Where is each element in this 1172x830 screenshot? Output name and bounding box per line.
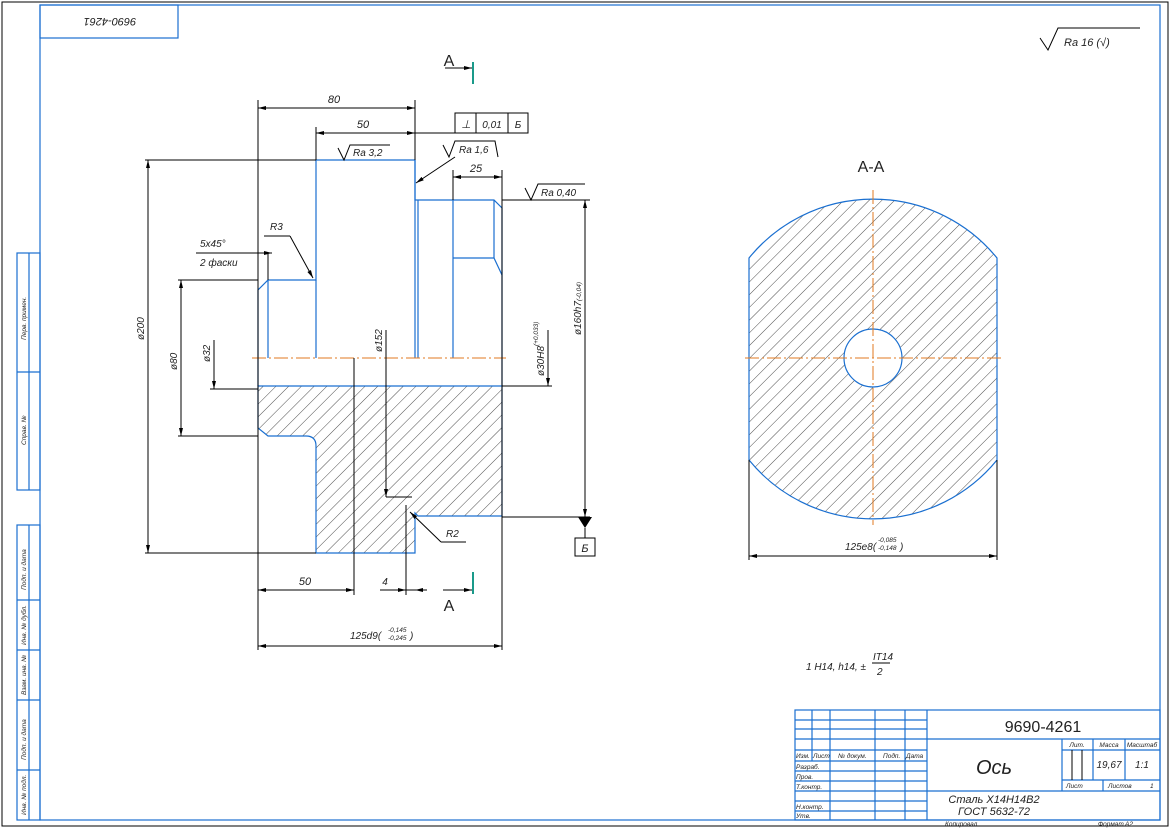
svg-text:Изм.: Изм. [796, 753, 810, 760]
ra-0-40: Ra 0,40 [541, 188, 576, 199]
svg-text:Утв.: Утв. [795, 813, 811, 820]
svg-text:): ) [899, 542, 903, 553]
general-surface-finish: Ra 16 (√) [1039, 27, 1140, 52]
svg-text:2: 2 [876, 667, 883, 678]
svg-text:1: 1 [1150, 783, 1154, 790]
svg-text:-0,145: -0,145 [388, 627, 407, 634]
section-hatch [257, 385, 503, 554]
svg-text:IT14: IT14 [873, 652, 893, 663]
scale-value: 1:1 [1135, 760, 1149, 771]
svg-text:-0,148: -0,148 [878, 545, 897, 552]
svg-text:ø152: ø152 [374, 329, 385, 352]
svg-text:Разраб.: Разраб. [796, 763, 820, 771]
svg-text:80: 80 [328, 94, 341, 106]
title-block: 9690-4261 Ось Сталь Х14Н14В2 ГОСТ 5632-7… [794, 709, 1161, 828]
svg-text:Формат: Формат [1098, 821, 1124, 828]
svg-text:50: 50 [357, 119, 370, 131]
svg-text:125d9(: 125d9( [350, 631, 383, 642]
svg-text:50: 50 [299, 576, 312, 588]
svg-text:): ) [409, 631, 413, 642]
svg-text:2 фаски: 2 фаски [199, 257, 238, 269]
svg-text:Пров.: Пров. [796, 774, 813, 781]
svg-text:Лист: Лист [812, 753, 830, 760]
svg-text:-0,085: -0,085 [878, 537, 897, 544]
svg-text:Копировал: Копировал [945, 821, 978, 828]
svg-text:№ докум.: № докум. [838, 752, 867, 760]
strip-label: Взам. инв. № [21, 655, 28, 695]
svg-text:ø30H8(+0,033): ø30H8(+0,033) [533, 322, 547, 376]
svg-text:ø80: ø80 [169, 352, 180, 370]
section-mark-bottom: А [443, 572, 474, 615]
ra-3-2: Ra 3,2 [353, 148, 383, 159]
svg-text:А: А [444, 53, 455, 70]
svg-text:Листов: Листов [1107, 783, 1132, 790]
strip-label: Инв. № подл. [20, 774, 28, 815]
svg-text:1 H14, h14, ±: 1 H14, h14, ± [806, 662, 866, 673]
strip-label: Справ. № [21, 415, 28, 445]
svg-text:Ra 16 (√): Ra 16 (√) [1064, 37, 1110, 49]
datum-box [574, 537, 596, 557]
svg-text:⊥: ⊥ [461, 119, 471, 131]
side-strip: Перв. примен. Справ. № Подп. и дата Инв.… [16, 252, 41, 821]
svg-text:0,01: 0,01 [482, 120, 501, 131]
svg-text:Масштаб: Масштаб [1127, 741, 1158, 749]
gdt-frame: ⊥ 0,01 Б [454, 112, 529, 134]
title-doc-number: 9690-4261 [1005, 719, 1082, 736]
material-line2: ГОСТ 5632-72 [958, 806, 1030, 818]
svg-text:Б: Б [515, 120, 522, 131]
svg-text:Подп.: Подп. [883, 752, 900, 760]
svg-text:Т.контр.: Т.контр. [796, 784, 822, 791]
strip-label: Перв. примен. [21, 297, 28, 340]
svg-text:А: А [444, 598, 455, 615]
svg-text:ø160h7(-0,04): ø160h7(-0,04) [573, 282, 584, 335]
datum-label: Б [581, 543, 588, 555]
svg-text:ø200: ø200 [136, 317, 147, 340]
svg-text:A2: A2 [1124, 821, 1133, 828]
svg-text:Н.контр.: Н.контр. [796, 804, 824, 811]
strip-label: Инв. № дубл. [20, 605, 28, 645]
svg-text:Дата: Дата [905, 753, 924, 760]
section-mark-top: А [444, 53, 474, 84]
svg-text:4: 4 [382, 577, 388, 588]
main-view: Б ⊥ 0,01 Б Ra 3,2 Ra 1,6 Ra 0,40 80 50 2… [136, 53, 596, 650]
doc-number-rotated: 9690-4261 [84, 15, 137, 27]
mass-value: 19,67 [1096, 760, 1121, 771]
part-name: Ось [976, 757, 1012, 779]
svg-text:R3: R3 [270, 222, 283, 233]
strip-label: Подп. и дата [20, 719, 28, 760]
section-title: А-А [858, 159, 885, 176]
strip-label: Подп. и дата [20, 549, 28, 590]
svg-text:R2: R2 [446, 529, 459, 540]
material-line1: Сталь Х14Н14В2 [948, 794, 1039, 806]
svg-text:125e8(: 125e8( [845, 542, 878, 553]
svg-text:Лит.: Лит. [1068, 742, 1084, 749]
tolerance-note: 1 H14, h14, ± IT14 2 [806, 652, 893, 678]
svg-text:5x45°: 5x45° [200, 239, 226, 250]
svg-text:ø32: ø32 [202, 344, 213, 362]
svg-text:-0,245: -0,245 [388, 635, 407, 642]
svg-text:Лист: Лист [1065, 783, 1083, 790]
ra-1-6: Ra 1,6 [459, 145, 489, 156]
svg-text:25: 25 [469, 163, 483, 175]
svg-text:Масса: Масса [1099, 742, 1119, 749]
section-view: А-А 125e8( -0,085 -0,148 ) [745, 159, 1001, 560]
